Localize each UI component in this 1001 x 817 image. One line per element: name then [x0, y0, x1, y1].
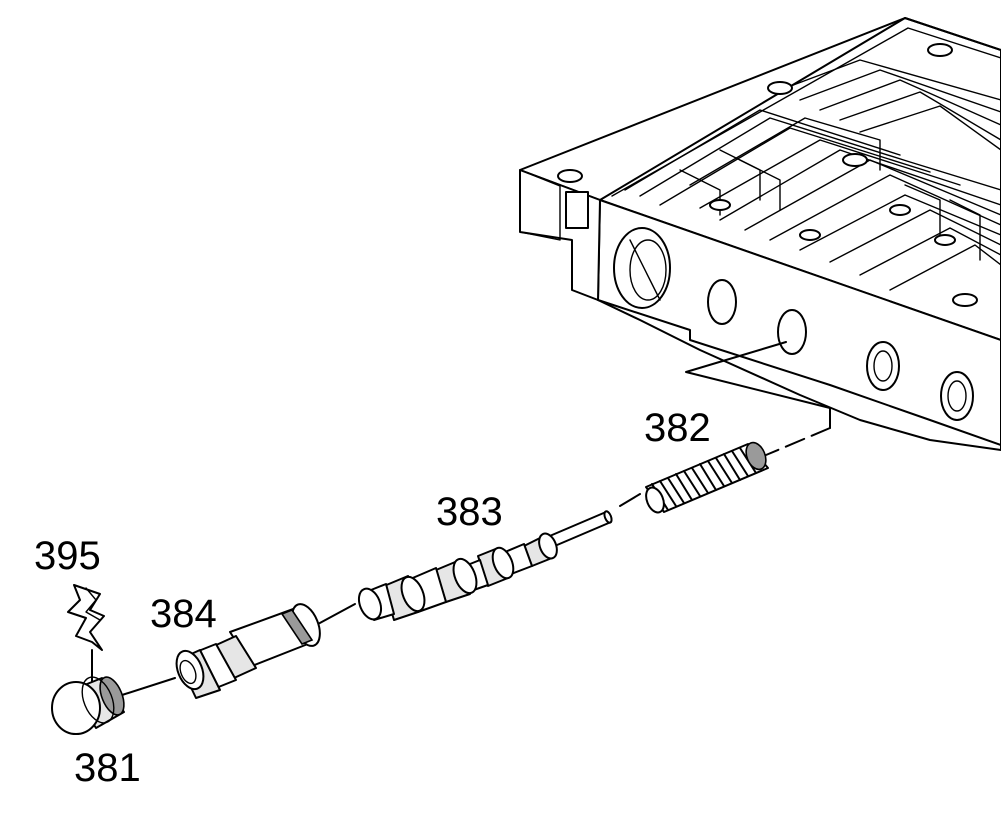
callout-395: 395: [34, 534, 101, 578]
valve-384: [175, 603, 321, 699]
clip-395: [67, 584, 105, 651]
callout-383: 383: [436, 490, 503, 534]
valve-body-casting: [519, 17, 1001, 451]
spring-382: [645, 441, 769, 514]
callout-381: 381: [74, 746, 141, 790]
leader-lines: [91, 341, 831, 696]
callout-382: 382: [644, 406, 711, 450]
callout-384: 384: [150, 592, 217, 636]
plug-381: [51, 676, 125, 735]
valve-383: [357, 510, 613, 621]
